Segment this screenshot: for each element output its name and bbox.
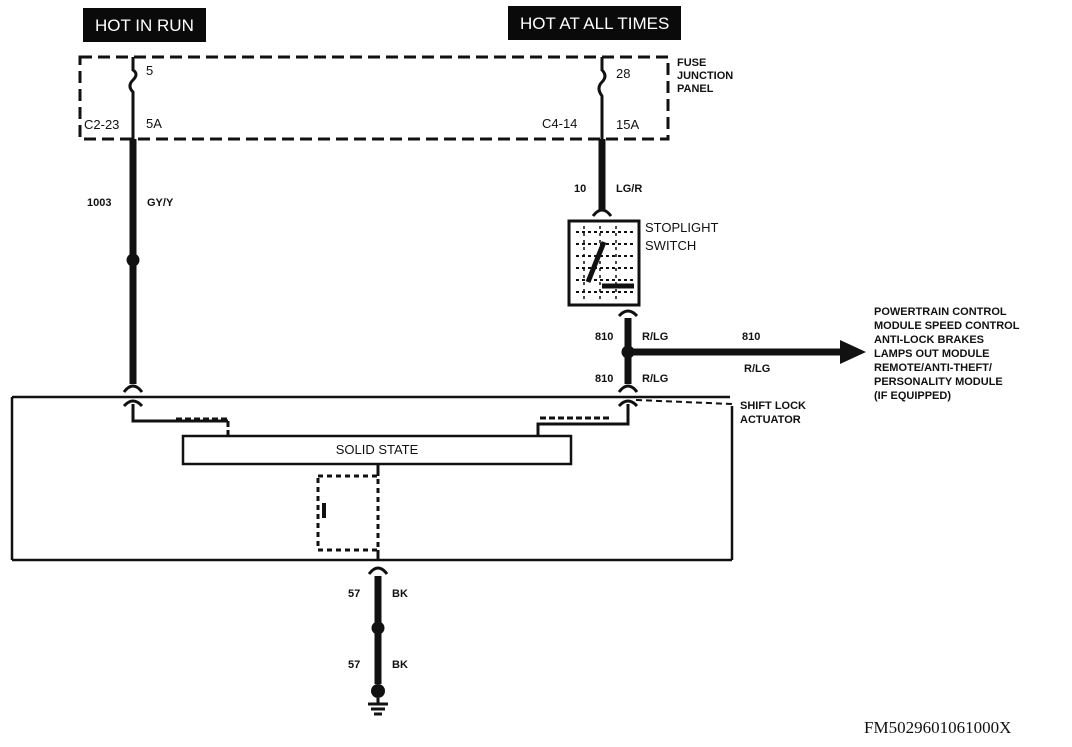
destination-line: (IF EQUIPPED) xyxy=(874,390,951,402)
fuse-panel-label-3: PANEL xyxy=(677,83,714,95)
wire-810-branch-circuit: 810 xyxy=(742,331,760,343)
stoplight-switch-pattern xyxy=(576,226,634,300)
fuse-right-number: 28 xyxy=(616,66,630,81)
header-hot-at-all-times: HOT AT ALL TIMES xyxy=(508,6,682,40)
solenoid-box xyxy=(316,474,380,552)
actuator-label-2: ACTUATOR xyxy=(740,414,801,426)
destination-line: POWERTRAIN CONTROL xyxy=(874,306,1007,318)
fuse-junction-panel-outline xyxy=(78,55,670,141)
connector-actuator-right-top xyxy=(617,384,639,393)
destination-line: PERSONALITY MODULE xyxy=(874,376,1003,388)
connector-switch-top xyxy=(591,208,613,217)
destination-line: MODULE SPEED CONTROL xyxy=(874,320,1020,332)
fuse-panel-label-1: FUSE xyxy=(677,57,706,69)
fuse-right-symbol xyxy=(597,57,607,139)
connector-left-id: C2-23 xyxy=(84,117,119,132)
wire-57-lower-color: BK xyxy=(392,659,408,671)
fuse-right-rating: 15A xyxy=(616,117,639,132)
fuse-left-rating: 5A xyxy=(146,116,162,131)
stoplight-switch-box xyxy=(567,219,641,307)
wire-810-lower-color: R/LG xyxy=(642,373,668,385)
destination-line: ANTI-LOCK BRAKES xyxy=(874,334,984,346)
fuse-panel-label-2: JUNCTION xyxy=(677,70,733,82)
connector-switch-bottom xyxy=(617,309,639,318)
actuator-corner-dashes xyxy=(635,399,733,405)
splice-left xyxy=(126,253,140,267)
arrow-to-modules xyxy=(840,340,866,364)
destination-line: REMOTE/ANTI-THEFT/ xyxy=(874,362,992,374)
internal-wire-right xyxy=(536,404,630,436)
internal-wire-left xyxy=(131,404,228,423)
stoplight-switch-label-1: STOPLIGHT xyxy=(645,220,719,235)
header-hot-in-run: HOT IN RUN xyxy=(83,8,206,42)
connector-left-bottom xyxy=(122,399,144,408)
wire-57-upper-color: BK xyxy=(392,588,408,600)
ground-eyelet xyxy=(371,684,385,698)
fuse-left-number: 5 xyxy=(146,63,153,78)
wire-57-lower-circuit: 57 xyxy=(348,659,360,671)
connector-actuator-right-bottom xyxy=(617,399,639,408)
connector-ground-top xyxy=(367,566,389,575)
wire-1003-circuit: 1003 xyxy=(87,197,111,209)
actuator-label-1: SHIFT LOCK xyxy=(740,400,806,412)
wire-10-circuit: 10 xyxy=(574,183,586,195)
solid-state-label: SOLID STATE xyxy=(336,442,419,457)
wire-810-lower-circuit: 810 xyxy=(595,373,613,385)
figure-id: FM5029601061000X xyxy=(864,718,1012,737)
wire-10-color: LG/R xyxy=(616,183,642,195)
wire-810-upper-circuit: 810 xyxy=(595,331,613,343)
fuse-left-symbol xyxy=(128,57,138,139)
internal-wire-left-dashed xyxy=(176,417,230,436)
connector-right-id: C4-14 xyxy=(542,116,577,131)
stoplight-switch-label-2: SWITCH xyxy=(645,238,696,253)
wire-1003-color: GY/Y xyxy=(147,197,174,209)
connector-left-top xyxy=(122,384,144,393)
destination-modules-list: POWERTRAIN CONTROL MODULE SPEED CONTROL … xyxy=(874,306,1020,402)
splice-ground xyxy=(371,621,385,635)
wire-810-branch-color: R/LG xyxy=(744,363,770,375)
wire-810-upper-color: R/LG xyxy=(642,331,668,343)
destination-line: LAMPS OUT MODULE xyxy=(874,348,990,360)
wire-57-upper-circuit: 57 xyxy=(348,588,360,600)
